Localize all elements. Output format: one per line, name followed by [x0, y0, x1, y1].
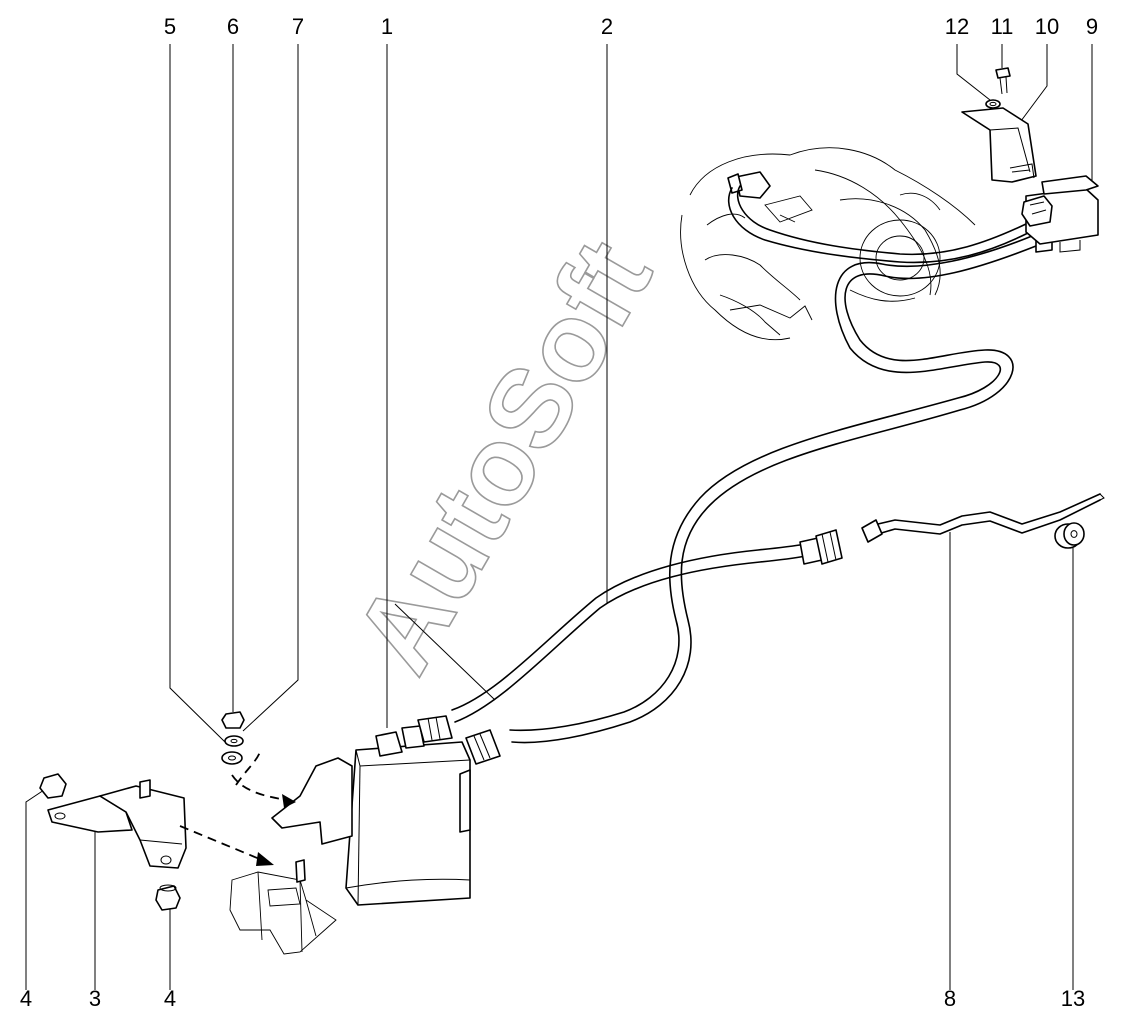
callout-8: 8 [944, 986, 956, 1011]
washer-7 [224, 735, 244, 747]
assembly-arrows [179, 751, 296, 866]
purge-valve [1021, 175, 1099, 253]
callout-9: 9 [1086, 14, 1098, 39]
upper-hose [727, 185, 1031, 264]
hose-lower-loop [509, 235, 1037, 744]
watermark: AutoSoft [331, 220, 676, 692]
pipe-8 [861, 493, 1105, 543]
washer-12 [985, 99, 1001, 109]
nut-4-bottom [155, 884, 181, 911]
engine-sketch [680, 147, 976, 341]
nut-6 [221, 711, 245, 729]
bolt [995, 67, 1011, 95]
body-panel [229, 859, 337, 955]
callout-3: 3 [89, 986, 101, 1011]
callout-6: 6 [227, 14, 239, 39]
nut-4-left [39, 773, 67, 799]
callout-4-left: 4 [20, 986, 32, 1011]
callout-2: 2 [601, 14, 613, 39]
washer-5 [221, 751, 243, 765]
grommet-13 [1054, 522, 1085, 549]
callout-11: 11 [991, 14, 1014, 39]
charcoal-canister [271, 715, 501, 906]
leader-2-hose [394, 603, 496, 701]
leader-lines [25, 44, 1093, 990]
bracket-3 [47, 779, 187, 869]
hose-right [451, 529, 843, 723]
callout-10: 10 [1035, 14, 1059, 39]
valve-bracket [961, 107, 1037, 183]
callout-7: 7 [292, 14, 304, 39]
callout-13: 13 [1061, 986, 1085, 1011]
callout-1: 1 [381, 14, 393, 39]
callout-5: 5 [164, 14, 176, 39]
callout-12: 12 [945, 14, 969, 39]
callout-4-bottom: 4 [164, 986, 176, 1011]
